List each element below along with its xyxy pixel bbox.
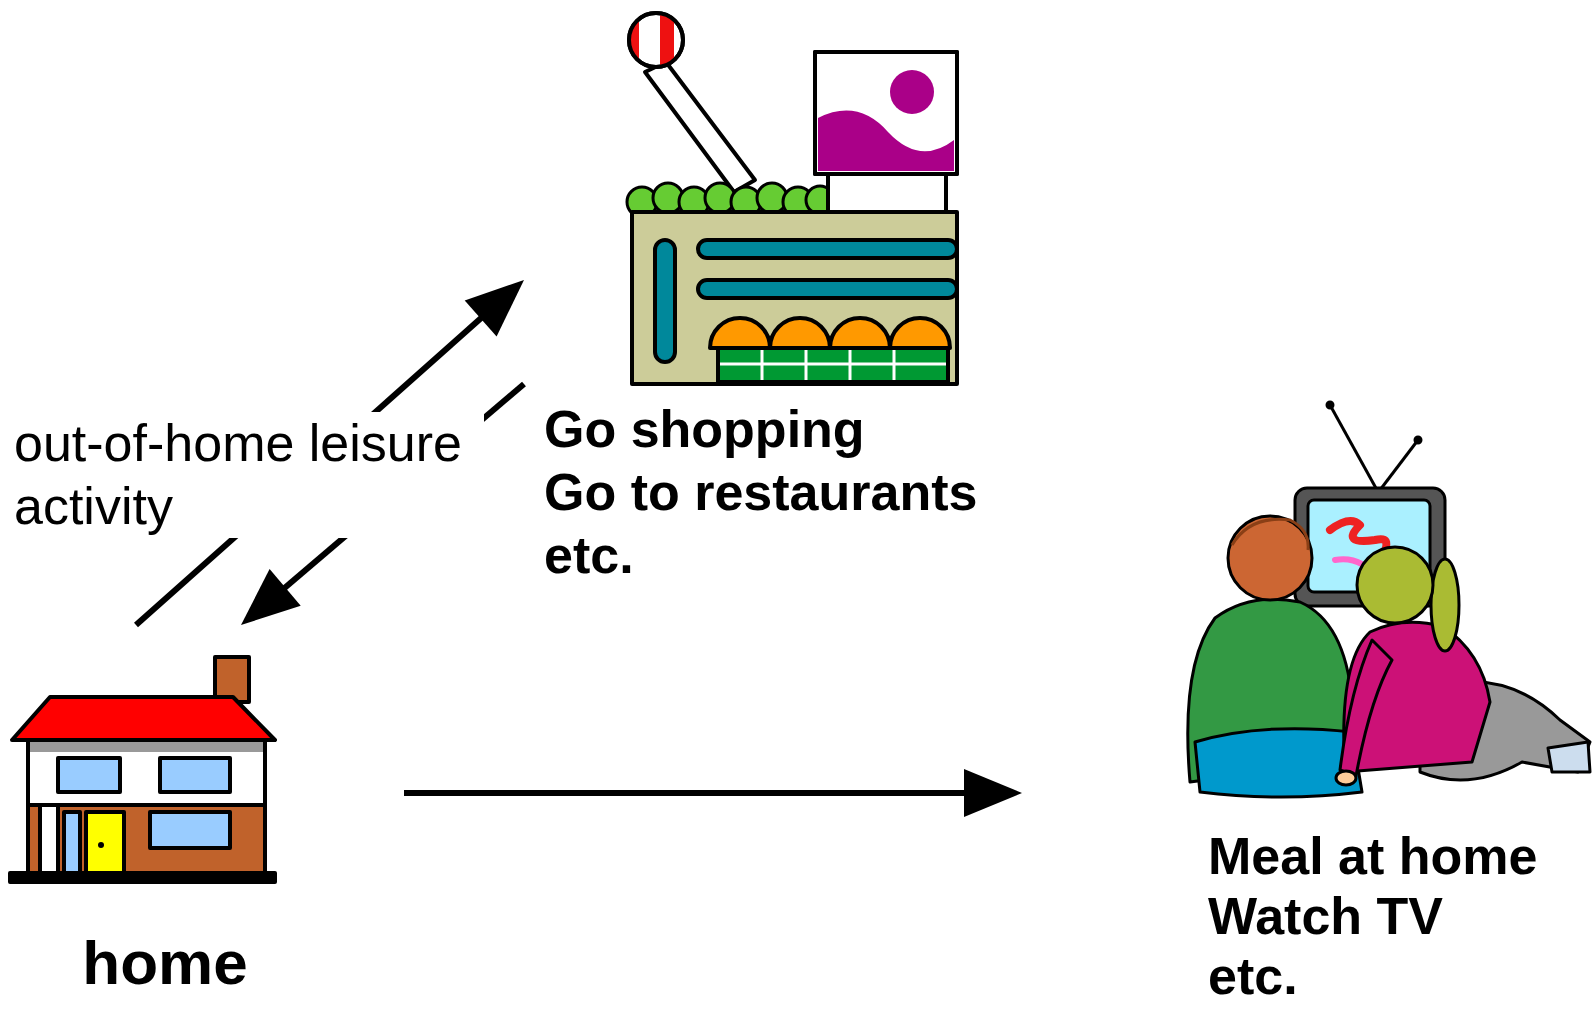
home-activity-node: Meal at homeWatch TVetc. [1022, 395, 1590, 1010]
mall-icon-part [890, 318, 950, 348]
tv-couple-illustration-part [1195, 729, 1362, 797]
mall-icon-part [818, 111, 954, 171]
tv-couple-illustration-part [1340, 640, 1392, 776]
connector-arrow [404, 769, 1022, 817]
node-text-group: Meal at homeWatch TVetc. [1208, 826, 1537, 1006]
arrowhead [241, 569, 301, 625]
mall-icon-part [718, 348, 948, 382]
node-label: etc. [544, 524, 977, 587]
mall-node: Go shoppingGo to restaurantsetc. [524, 10, 994, 591]
house-icon-part [64, 812, 80, 875]
node-text-group: home [32, 927, 298, 999]
node-text-group: Go shoppingGo to restaurantsetc. [544, 398, 977, 587]
mall-icon-part [815, 52, 957, 174]
mall-icon-part [655, 240, 675, 362]
mall-icon-part [890, 70, 934, 114]
tv-couple-illustration-part [1431, 559, 1459, 651]
mall-icon [625, 10, 957, 384]
mall-icon-part [698, 280, 957, 298]
house-node: home [12, 625, 404, 1003]
node-label: home [32, 927, 298, 999]
house-icon-part [86, 812, 124, 875]
house-icon-part [28, 740, 265, 875]
tv-couple-illustration-part [1228, 516, 1312, 600]
mall-icon-part [645, 62, 755, 192]
mall-icon-part [710, 318, 770, 348]
node-label: Watch TV [1208, 886, 1537, 946]
mall-icon-part [629, 13, 683, 67]
edge-label: out-of-home leisure activity [14, 412, 484, 538]
house-icon-part [150, 812, 230, 848]
node-label: Meal at home [1208, 826, 1537, 886]
tv-couple-illustration-part [1548, 742, 1590, 772]
node-label: etc. [1208, 946, 1537, 1006]
tv-couple-illustration-part [1232, 519, 1308, 550]
tv-couple-illustration-part [1327, 402, 1333, 408]
mall-icon-part-part [805, 350, 808, 380]
tv-couple-illustration-part [1380, 440, 1418, 490]
house-icon-part [40, 805, 58, 875]
house-icon-part [12, 697, 275, 740]
house-icon-part [58, 758, 120, 792]
mall-icon-part [828, 170, 946, 214]
node-label: Go to restaurants [544, 461, 977, 524]
mall-icon-part-part [893, 350, 896, 380]
house-icon-part [10, 873, 275, 882]
house-icon-part [28, 805, 265, 875]
arrowhead [964, 769, 1022, 817]
mall-icon-part-part [720, 363, 946, 366]
mall-icon-part [698, 240, 957, 258]
tv-couple-illustration-part [1357, 547, 1433, 623]
tv-couple-illustration [1188, 402, 1590, 797]
mall-icon-part [720, 350, 946, 380]
mall-icon-part [770, 318, 830, 348]
house-icon-part [30, 742, 263, 752]
node-label: Go shopping [544, 398, 977, 461]
mall-icon-part-part [761, 350, 764, 380]
mall-icon-part-part [849, 350, 852, 380]
arrowhead [465, 280, 524, 336]
house-icon-part [98, 842, 104, 848]
house-icon [10, 657, 275, 882]
tv-couple-illustration-part [1415, 437, 1421, 443]
tv-couple-illustration-part [1330, 405, 1377, 490]
mall-icon-part [815, 52, 957, 174]
connector-line [404, 790, 976, 796]
mall-icon-part [830, 318, 890, 348]
mall-icon-part [632, 212, 957, 384]
tv-couple-illustration-part [1336, 771, 1356, 785]
house-icon-part [160, 758, 230, 792]
mall-icon-part [625, 10, 674, 70]
